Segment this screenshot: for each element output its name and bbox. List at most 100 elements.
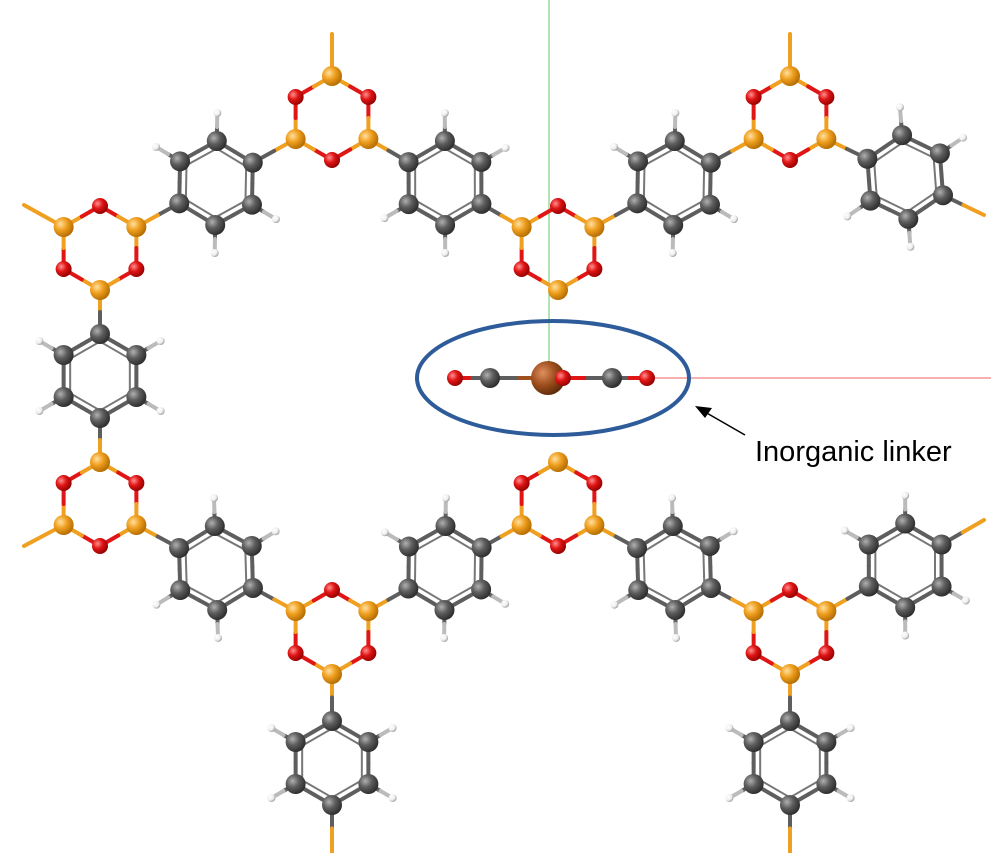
carbon-atom	[435, 214, 456, 235]
oxygen-atom	[586, 475, 603, 491]
carbon-atom	[662, 516, 683, 537]
oxygen-atom	[92, 198, 108, 214]
aromatic-bond	[244, 166, 248, 201]
carbon-atom	[892, 125, 913, 146]
aromatic-bond	[444, 199, 476, 219]
carbon-atom	[898, 208, 919, 229]
bond	[22, 203, 46, 218]
carbon-atom	[602, 368, 622, 388]
hydrogen-atom	[271, 527, 280, 536]
aromatic-bond	[759, 727, 791, 747]
carbon-atom	[322, 711, 342, 731]
hydrogen-atom	[846, 724, 855, 732]
aromatic-bond	[874, 581, 906, 601]
hydrogen-atom	[267, 794, 276, 802]
carbon-atom	[480, 368, 500, 388]
annotation-arrow-line	[704, 411, 746, 436]
hydrogen-atom	[388, 724, 397, 732]
boron-atom	[126, 217, 147, 237]
carbon-atom	[126, 345, 147, 365]
oxygen-atom	[745, 645, 762, 661]
carbon-atom	[895, 597, 916, 618]
aromatic-bond	[674, 583, 705, 604]
boron-atom	[780, 664, 800, 684]
carbon-atom	[126, 387, 147, 407]
carbon-atom	[322, 795, 342, 815]
carbon-atom	[90, 324, 110, 344]
carbon-atom	[628, 151, 649, 172]
carbon-atom	[780, 711, 800, 731]
boron-atom	[285, 601, 306, 621]
hydrogen-atom	[668, 494, 677, 503]
carbon-atom	[398, 578, 419, 599]
hydrogen-atom	[441, 248, 450, 257]
carbon-atom	[699, 535, 720, 556]
carbon-atom	[204, 516, 225, 537]
aromatic-bond	[789, 727, 821, 747]
aromatic-bond	[185, 198, 216, 219]
carbon-atom	[169, 538, 190, 559]
hydrogen-atom	[671, 109, 680, 118]
carbon-atom	[895, 513, 916, 534]
oxygen-atom	[818, 645, 835, 661]
aromatic-bond	[444, 147, 476, 167]
hydrogen-atom	[725, 724, 734, 732]
bond	[22, 533, 46, 548]
hydrogen-atom	[901, 631, 910, 640]
carbon-atom	[816, 732, 837, 752]
hydrogen-atom	[901, 491, 910, 500]
hydrogen-atom	[271, 215, 280, 224]
aromatic-bond	[444, 584, 476, 604]
oxygen-atom	[513, 475, 530, 491]
carbon-atom	[663, 214, 684, 235]
aromatic-bond	[644, 147, 676, 167]
hydrogen-atom	[210, 248, 219, 257]
aromatic-bond	[873, 161, 878, 197]
aromatic-bond	[444, 532, 476, 553]
aromatic-bond	[932, 157, 938, 193]
aromatic-bond	[216, 583, 247, 604]
hydrogen-atom	[843, 212, 852, 221]
carbon-atom	[664, 131, 685, 152]
oxygen-atom	[550, 198, 566, 214]
aromatic-bond	[414, 583, 446, 604]
boron-atom	[90, 280, 110, 300]
boron-atom	[358, 601, 379, 621]
aromatic-bond	[414, 532, 446, 552]
carbon-atom	[471, 579, 492, 600]
boron-atom	[816, 129, 837, 149]
carbon-atom	[53, 345, 74, 365]
aromatic-bond	[99, 392, 131, 412]
aromatic-bond	[874, 530, 906, 550]
hydrogen-atom	[610, 600, 619, 609]
aromatic-bond	[644, 585, 676, 604]
carbon-atom	[205, 214, 226, 235]
oxygen-atom	[555, 370, 571, 386]
bond	[961, 203, 986, 217]
aromatic-bond	[672, 199, 704, 219]
carbon-atom	[471, 537, 492, 558]
carbon-atom	[780, 795, 800, 815]
boron-atom	[322, 664, 342, 684]
aromatic-bond	[789, 779, 821, 799]
hydrogen-atom	[388, 794, 397, 802]
boron-atom	[90, 452, 110, 472]
carbon-atom	[53, 387, 74, 407]
aromatic-bond	[185, 532, 216, 553]
hydrogen-atom	[441, 494, 450, 503]
carbon-atom	[743, 774, 764, 794]
boron-atom	[53, 217, 74, 237]
boron-atom	[743, 129, 764, 149]
aromatic-bond	[216, 147, 247, 168]
hydrogen-atom	[959, 133, 968, 142]
aromatic-bond	[184, 165, 188, 200]
hydrogen-atom	[440, 633, 449, 642]
carbon-atom	[169, 193, 190, 214]
oxygen-atom	[586, 261, 603, 277]
aromatic-bond	[186, 585, 218, 604]
oxygen-atom	[324, 582, 340, 598]
aromatic-bond	[214, 532, 246, 551]
hydrogen-atom	[440, 109, 449, 118]
carbon-atom	[285, 774, 306, 794]
hydrogen-atom	[152, 142, 161, 151]
